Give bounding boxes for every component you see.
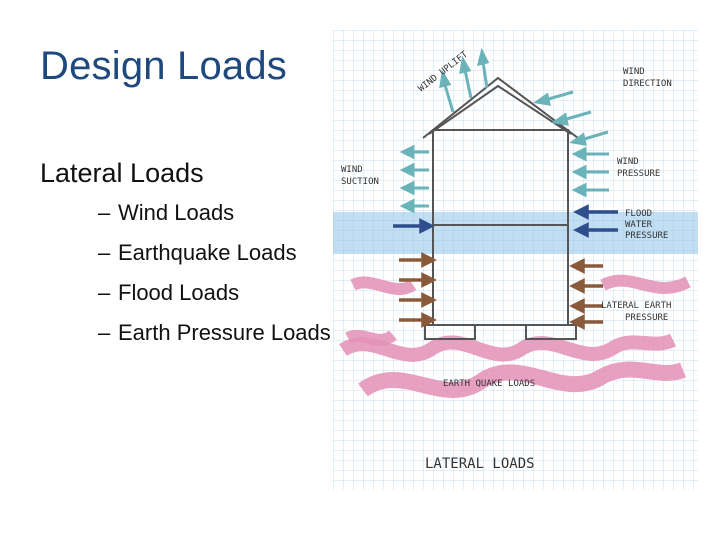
bullet-item: –Earthquake Loads	[98, 237, 340, 269]
label-flood-water: WATER	[625, 220, 653, 230]
label-wind-direction: WIND	[623, 67, 645, 77]
label-lateral-earth: LATERAL EARTH	[601, 301, 671, 311]
bullet-item-text: Earth Pressure Loads	[118, 319, 331, 345]
dash: –	[98, 279, 111, 305]
bullet-item-text: Flood Loads	[118, 279, 240, 305]
label-lateral-earth: PRESSURE	[625, 313, 668, 323]
earthquake-wave	[339, 333, 677, 362]
label-caption: LATERAL LOADS	[425, 456, 535, 472]
wind-pressure-arrows	[571, 146, 609, 198]
label-flood-water: FLOOD	[625, 209, 652, 219]
bullet-item: –Wind Loads	[98, 197, 340, 229]
label-wind-direction: DIRECTION	[623, 79, 672, 89]
wind-direction-arrows	[533, 90, 609, 146]
label-earthquake: EARTH QUAKE LOADS	[443, 379, 535, 389]
bullet-item-text: Wind Loads	[118, 200, 235, 225]
wind-suction-arrows	[399, 144, 429, 214]
bullet-item: –Earth Pressure Loads	[98, 317, 340, 349]
earthquake-wave	[358, 361, 686, 398]
wind-uplift-arrows	[439, 47, 490, 113]
bullet-list: Lateral Loads –Wind Loads –Earthquake Lo…	[40, 158, 340, 357]
graph-paper	[333, 30, 698, 490]
label-wind-pressure: PRESSURE	[617, 169, 660, 179]
earthquake-wave	[350, 276, 417, 296]
lateral-loads-sketch: WIND UPLIFT WIND DIRECTION WIND SUCTION …	[333, 30, 698, 490]
earth-pressure-arrows	[399, 252, 603, 330]
label-wind-pressure: WIND	[617, 157, 639, 167]
dash: –	[98, 239, 111, 265]
label-flood-water: PRESSURE	[625, 231, 668, 241]
earthquake-wave	[345, 329, 397, 346]
bullet-heading: Lateral Loads	[40, 158, 204, 188]
house	[422, 76, 579, 340]
dash: –	[98, 200, 111, 225]
flood-arrows	[393, 204, 618, 238]
bullet-item: –Flood Loads	[98, 277, 340, 309]
label-wind-suction: SUCTION	[341, 177, 379, 187]
bullet-item-text: Earthquake Loads	[118, 239, 297, 265]
label-wind-suction: WIND	[341, 165, 363, 175]
earthquake-wave	[600, 274, 691, 294]
dash: –	[98, 319, 111, 345]
flood-water-band	[333, 212, 698, 254]
slide-title: Design Loads	[40, 44, 288, 88]
